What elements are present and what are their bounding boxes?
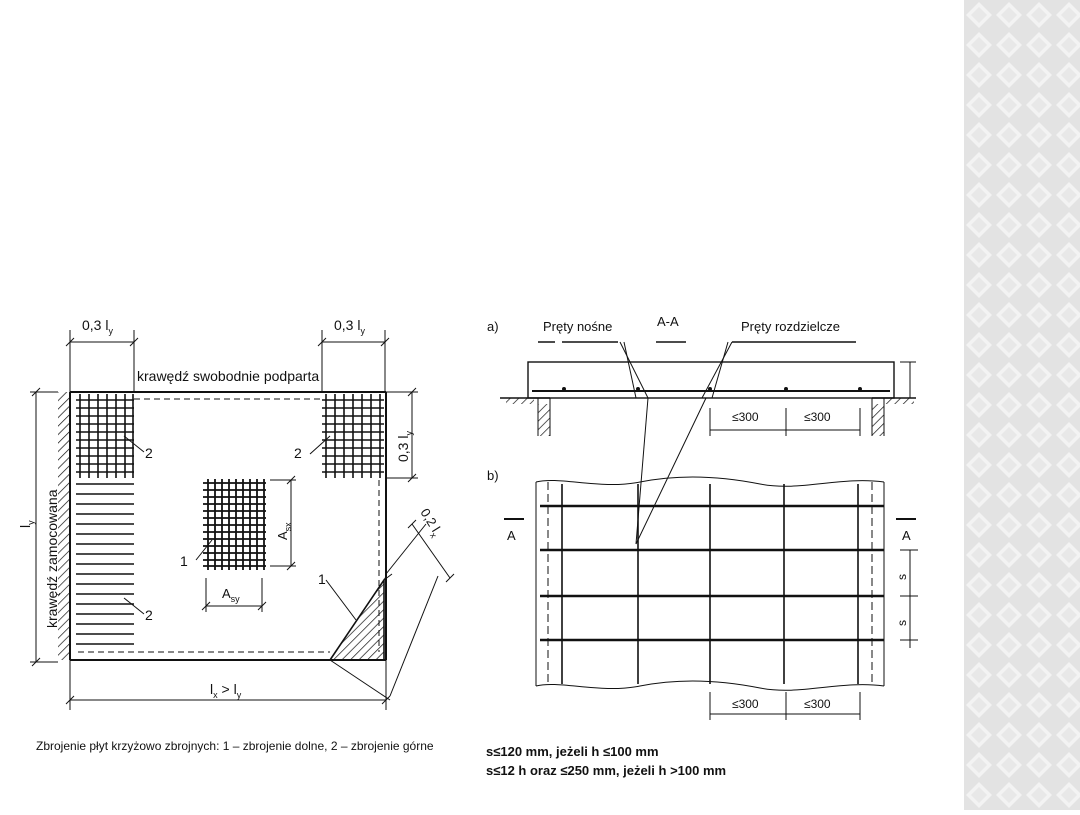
marker-1-center: 1 — [180, 553, 188, 569]
plan-b-figure — [504, 397, 918, 720]
support-left-hatch — [506, 398, 534, 404]
section-right-label: A — [902, 528, 911, 543]
dim-top-right: 0,3 ly — [334, 317, 365, 336]
asx-label: Asx — [275, 522, 293, 540]
dim-top-left: 0,3 ly — [82, 317, 113, 336]
asy-label: Asy — [222, 586, 240, 604]
ly-label: ly — [17, 520, 36, 528]
marker-2-topright: 2 — [294, 445, 302, 461]
s-label-2: s — [895, 620, 909, 626]
support-right-hatch — [884, 398, 914, 404]
bottom-dim-label: lx > ly — [210, 681, 242, 700]
decorative-pattern-strip — [964, 0, 1080, 810]
spacing-4: ≤300 — [804, 697, 831, 711]
dim-right-label: 0,3 ly — [395, 431, 414, 462]
center-mesh-dims — [201, 475, 296, 612]
prety-rozdzielcze-label: Pręty rozdzielcze — [741, 319, 840, 334]
label-a: a) — [487, 319, 499, 334]
slab-plan-figure — [30, 330, 418, 710]
section-label: A-A — [657, 314, 679, 329]
marker-2-left: 2 — [145, 607, 153, 623]
marker-2-topleft: 2 — [145, 445, 153, 461]
diamond-pattern — [964, 0, 1080, 810]
spacing-3: ≤300 — [732, 697, 759, 711]
figure-caption: Zbrojenie płyt krzyżowo zbrojnych: 1 – z… — [36, 739, 434, 753]
center-mesh — [203, 479, 266, 570]
spacing-1: ≤300 — [732, 410, 759, 424]
note-line-1: s≤120 mm, jeżeli h ≤100 mm — [486, 744, 659, 759]
edge-left-label: krawędź zamocowana — [44, 489, 60, 628]
leaders-left — [123, 435, 357, 621]
support-left-wall — [538, 404, 550, 436]
left-edge-bars — [76, 483, 134, 645]
prety-nosne-label: Pręty nośne — [543, 319, 612, 334]
label-b: b) — [487, 468, 499, 483]
marker-1-corner: 1 — [318, 571, 326, 587]
support-right-wall — [872, 404, 884, 436]
slide: 0,3 ly 0,3 ly krawędź swobodnie podparta… — [17, 314, 918, 778]
edge-top-label: krawędź swobodnie podparta — [137, 368, 319, 384]
spacing-2: ≤300 — [804, 410, 831, 424]
top-right-mesh — [322, 394, 384, 478]
corner-triangle — [328, 519, 455, 701]
section-a-figure — [500, 341, 916, 436]
note-line-2: s≤12 h oraz ≤250 mm, jeżeli h >100 mm — [486, 763, 726, 778]
section-left-label: A — [507, 528, 516, 543]
s-label-1: s — [895, 574, 909, 580]
top-left-mesh — [76, 394, 134, 478]
reinforcement-drawing: 0,3 ly 0,3 ly krawędź swobodnie podparta… — [17, 314, 918, 778]
